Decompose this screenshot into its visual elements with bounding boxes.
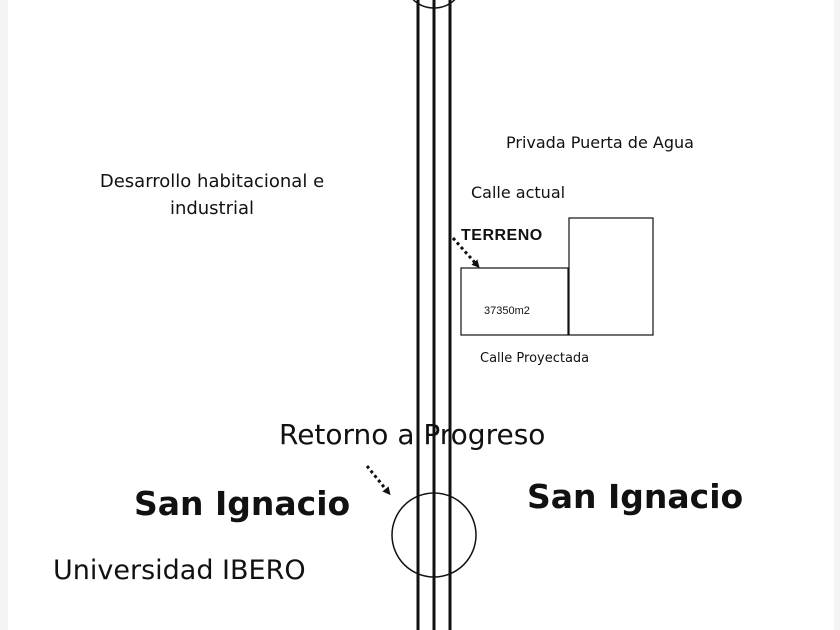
label-san-ignacio-right: San Ignacio [527, 477, 744, 516]
label-privada-puerta-de-agua: Privada Puerta de Agua [506, 133, 694, 152]
label-san-ignacio-left: San Ignacio [134, 484, 351, 523]
label-terreno: TERRENO [461, 227, 543, 244]
label-desarrollo: Desarrollo habitacional e industrial [99, 171, 325, 219]
dotted-arrow-icon [365, 465, 391, 496]
label-calle-proyectada: Calle Proyectada [480, 351, 590, 366]
label-calle-actual: Calle actual [471, 183, 566, 202]
roundabout-top [412, 0, 456, 9]
roundabout-bottom [391, 492, 477, 578]
label-terreno-area: 37350m2 [484, 305, 530, 317]
terreno-lot [460, 267, 569, 336]
paper-sheet [8, 0, 834, 630]
label-retorno-a-progreso: Retorno a Progreso [279, 418, 546, 451]
label-universidad-ibero: Universidad IBERO [53, 555, 306, 586]
adjacent-lot [568, 217, 654, 336]
dotted-arrow-icon [451, 237, 480, 268]
highway [416, 0, 452, 630]
